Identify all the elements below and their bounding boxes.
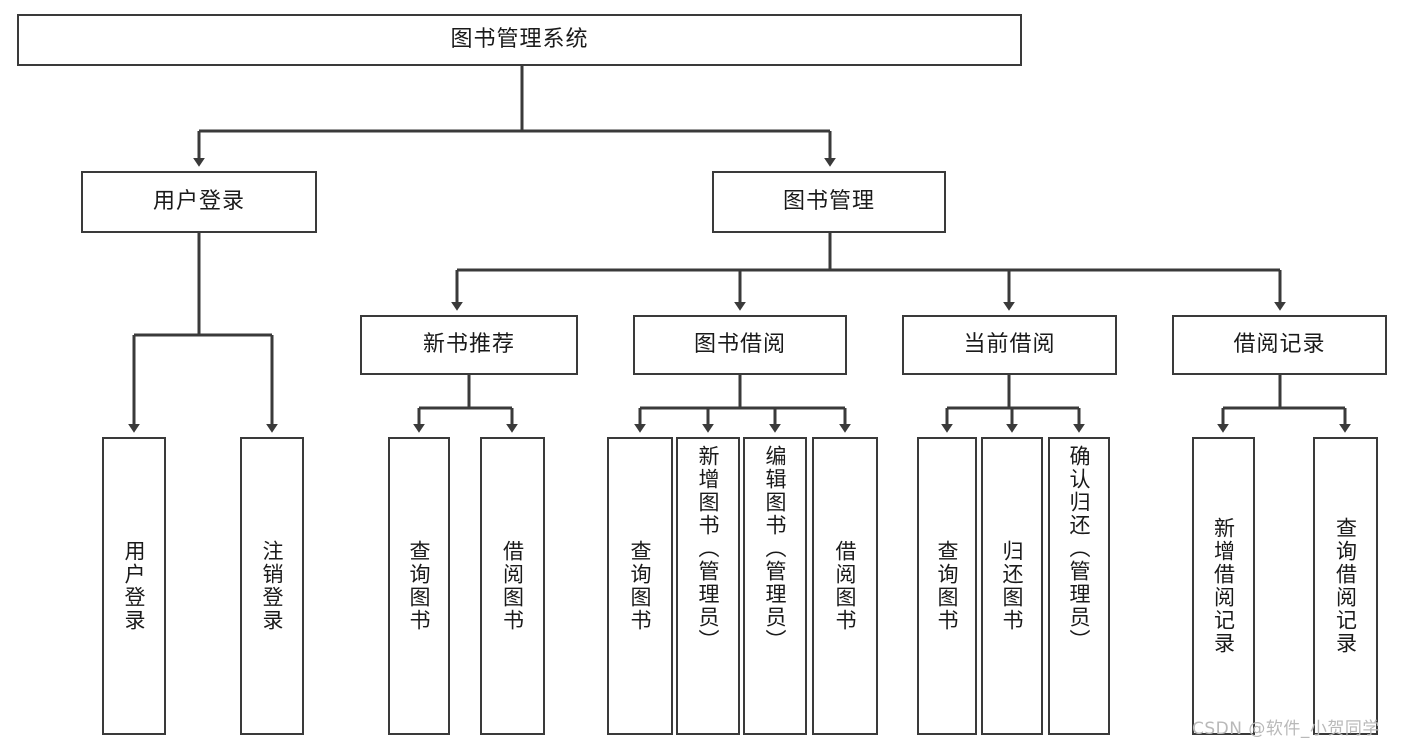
node-user-login-label: 用户登录 <box>152 188 245 214</box>
node-leaf-edit-book[interactable]: 编辑图书（管理员） <box>743 437 807 735</box>
csdn-watermark: CSDN @软件_小贺同学 <box>1192 719 1380 739</box>
node-leaf-user-login[interactable]: 用户登录 <box>102 437 166 735</box>
node-new-book-recommend[interactable]: 新书推荐 <box>360 315 578 375</box>
node-leaf-return-book[interactable]: 归还图书 <box>981 437 1043 735</box>
node-leaf-query-book-recommend-label: 查询图书 <box>407 540 432 632</box>
node-borrow-record-label: 借阅记录 <box>1233 331 1326 357</box>
node-current-borrow[interactable]: 当前借阅 <box>902 315 1117 375</box>
node-leaf-add-borrow-record-label: 新增借阅记录 <box>1211 517 1236 655</box>
node-book-manage-label: 图书管理 <box>782 188 875 214</box>
node-root[interactable]: 图书管理系统 <box>17 14 1022 66</box>
node-leaf-borrow-book-recommend[interactable]: 借阅图书 <box>480 437 545 735</box>
node-leaf-add-book[interactable]: 新增图书（管理员） <box>676 437 740 735</box>
node-user-login[interactable]: 用户登录 <box>81 171 317 233</box>
node-leaf-add-book-label: 新增图书（管理员） <box>696 445 721 652</box>
node-leaf-logout-label: 注销登录 <box>260 540 285 632</box>
node-leaf-borrow-book-recommend-label: 借阅图书 <box>500 540 525 632</box>
node-book-manage[interactable]: 图书管理 <box>712 171 946 233</box>
node-leaf-borrow-book-label: 借阅图书 <box>833 540 858 632</box>
node-leaf-query-book-borrow[interactable]: 查询图书 <box>607 437 673 735</box>
node-leaf-query-book-current[interactable]: 查询图书 <box>917 437 977 735</box>
node-leaf-query-book-current-label: 查询图书 <box>935 540 960 632</box>
node-book-borrow[interactable]: 图书借阅 <box>633 315 847 375</box>
node-leaf-logout[interactable]: 注销登录 <box>240 437 304 735</box>
node-leaf-add-borrow-record[interactable]: 新增借阅记录 <box>1192 437 1255 735</box>
node-leaf-user-login-label: 用户登录 <box>122 540 147 632</box>
node-current-borrow-label: 当前借阅 <box>963 331 1056 357</box>
node-leaf-query-borrow-record[interactable]: 查询借阅记录 <box>1313 437 1378 735</box>
node-book-borrow-label: 图书借阅 <box>693 331 786 357</box>
node-leaf-query-book-borrow-label: 查询图书 <box>628 540 653 632</box>
node-leaf-confirm-return[interactable]: 确认归还（管理员） <box>1048 437 1110 735</box>
node-leaf-query-book-recommend[interactable]: 查询图书 <box>388 437 450 735</box>
node-leaf-confirm-return-label: 确认归还（管理员） <box>1067 445 1092 652</box>
node-leaf-edit-book-label: 编辑图书（管理员） <box>763 445 788 652</box>
node-new-book-recommend-label: 新书推荐 <box>422 331 515 357</box>
node-leaf-borrow-book[interactable]: 借阅图书 <box>812 437 878 735</box>
node-root-label: 图书管理系统 <box>450 26 589 52</box>
node-borrow-record[interactable]: 借阅记录 <box>1172 315 1387 375</box>
node-leaf-query-borrow-record-label: 查询借阅记录 <box>1333 517 1358 655</box>
node-leaf-return-book-label: 归还图书 <box>1000 540 1025 632</box>
